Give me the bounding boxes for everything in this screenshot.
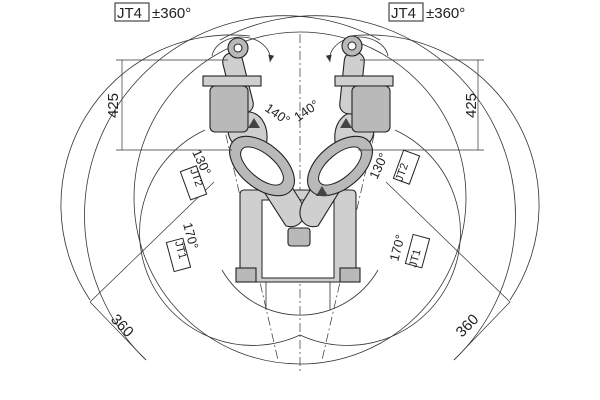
robot-base-foot-left xyxy=(235,267,257,283)
right-gripper-body xyxy=(351,85,391,133)
dim-right-360-label: 360 xyxy=(453,311,483,341)
robot-base-foot-right xyxy=(339,267,361,283)
dim-left-425-label: 425 xyxy=(105,93,122,118)
dim-right-360-line xyxy=(453,301,511,361)
jt4-right-range: ±360° xyxy=(426,5,465,22)
angle-left-170-label: 170° xyxy=(180,221,201,251)
inner-arc-left xyxy=(139,129,301,346)
dim-right-360-ext xyxy=(385,181,511,303)
jt1-right-label: JT1 xyxy=(407,248,423,269)
center-warning-triangle xyxy=(316,186,328,196)
right-arm-range-arc xyxy=(349,34,540,301)
jt4-left-box xyxy=(114,2,150,22)
left-arm-range-arc xyxy=(60,34,251,301)
left-upper-arm-hole xyxy=(240,146,284,186)
jt1-left-label: JT1 xyxy=(172,240,188,261)
right-arm xyxy=(299,35,394,228)
jt4-left-rotation-arrow xyxy=(211,36,275,63)
lower-arc xyxy=(221,269,379,316)
left-arm xyxy=(202,37,305,228)
left-reach-arc xyxy=(84,15,381,361)
inner-arc-right xyxy=(299,129,461,346)
dim-left-360-line xyxy=(89,301,147,361)
left-flange xyxy=(202,75,262,87)
jt4-right-label: JT4 xyxy=(391,5,416,22)
jt4-left-range: ±360° xyxy=(152,5,191,22)
right-warning-triangle xyxy=(340,118,352,128)
dim-left-360-ext xyxy=(89,181,215,303)
jt4-left-label: JT4 xyxy=(117,5,142,22)
jt2-right-box xyxy=(392,149,421,185)
left-warning-triangle xyxy=(248,118,260,128)
angle-right-140-label: 140° xyxy=(291,97,322,125)
dim-right-425-label: 425 xyxy=(463,93,480,118)
jt1-left-box xyxy=(165,237,192,273)
jt2-left-label: JT2 xyxy=(187,167,205,188)
left-wrist-hole xyxy=(233,43,243,53)
jt2-right-label: JT2 xyxy=(394,162,412,183)
angle-left-140-label: 140° xyxy=(262,100,293,128)
right-flange xyxy=(334,75,394,87)
jt4-right-box xyxy=(388,2,424,22)
left-gripper-body xyxy=(209,85,249,133)
right-wrist-hole xyxy=(347,41,357,51)
jt2-left-box xyxy=(179,165,208,201)
right-reach-arc xyxy=(219,15,516,361)
angle-right-170-label: 170° xyxy=(386,233,407,263)
jt1-right-box xyxy=(404,233,431,269)
robot-base-connector xyxy=(287,227,311,247)
right-upper-arm-hole xyxy=(318,146,362,186)
